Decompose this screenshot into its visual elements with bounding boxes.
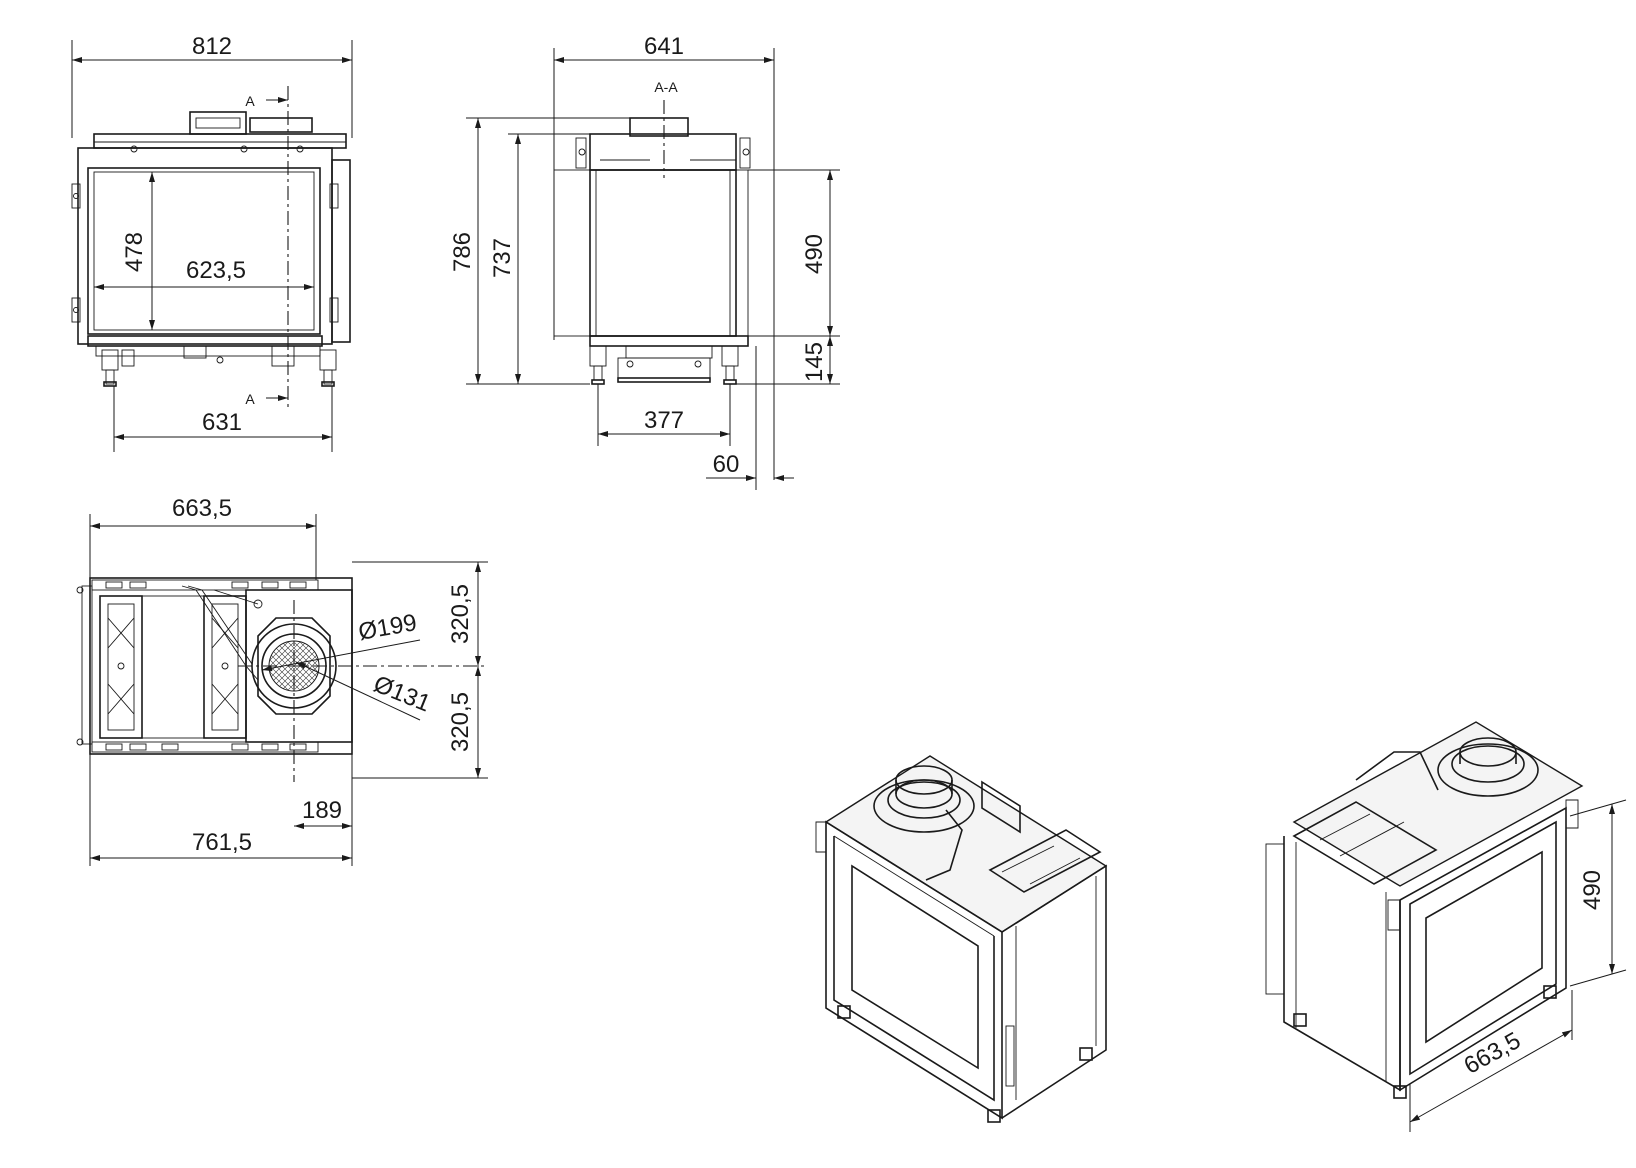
dim-section-height-total: 786 [449,117,630,385]
section-mark-bottom: A [245,391,255,407]
label-outer-diameter: Ø199 [356,609,419,646]
dim-iso-opening-height-label: 490 [1579,870,1606,910]
front-top-handle [189,111,247,135]
dim-section-opening: 490 [748,169,840,337]
dim-front-opening-height: 478 [121,172,155,330]
front-opening [87,167,321,335]
front-body [77,147,333,345]
dim-iso-width-label: 663,5 [1460,1027,1526,1080]
dim-section-depth-label: 641 [644,33,684,60]
iso-view-left [815,755,1108,1123]
dim-front-opening-width-label: 623,5 [186,257,246,284]
dim-section-feet: 377 [597,384,731,446]
dim-top-half-depth-top-label: 320,5 [447,584,474,644]
dim-section-feet-label: 377 [644,407,684,434]
dim-top-outlet-side-label: 189 [302,797,342,824]
front-feet [101,349,337,387]
dim-section-offset-label: 60 [713,451,740,478]
dim-front-opening-height-label: 478 [121,232,148,272]
dim-front-opening-width: 623,5 [94,257,314,290]
dim-section-height-total-label: 786 [449,232,476,272]
section-flue [629,117,689,137]
dim-section-height-body-label: 737 [489,238,516,278]
dim-top-outlet-offset: 663,5 [89,495,317,580]
dim-front-width: 812 [71,33,353,138]
dim-front-width-label: 812 [192,33,232,60]
dim-section-base-label: 145 [801,342,828,382]
dim-section-height-body: 737 [489,133,590,384]
dim-top-outlet-side: 189 [294,754,353,866]
section-title: A-A [654,79,678,95]
section-mark-top: A [245,93,255,109]
dim-top-outlet-offset-label: 663,5 [172,495,232,522]
dim-top-half-depth-bottom-label: 320,5 [447,692,474,752]
section-body [589,169,737,337]
top-rail-tabs [105,581,307,751]
dim-top-width: 761,5 [89,754,352,866]
dim-iso-opening-height: 490 [1569,799,1627,987]
section-line-a: A A [245,86,289,410]
iso-view-right: 490 663,5 [1265,721,1627,1132]
front-top-frame [93,133,347,149]
dim-top-width-label: 761,5 [192,829,252,856]
dim-section-offset: 60 [706,346,794,490]
front-view: 812 478 623,5 [71,33,353,452]
dim-front-feet-label: 631 [202,409,242,436]
dim-section-base: 145 [736,336,840,385]
label-inner-diameter: Ø131 [370,671,435,718]
dim-section-opening-label: 490 [801,234,828,274]
section-view: 641 A-A [449,33,840,490]
dim-iso-width: 663,5 [1409,990,1573,1132]
dim-front-feet: 631 [113,386,333,452]
dim-top-half-depth: 320,5 320,5 [352,561,488,779]
top-view: 663,5 [76,495,488,866]
